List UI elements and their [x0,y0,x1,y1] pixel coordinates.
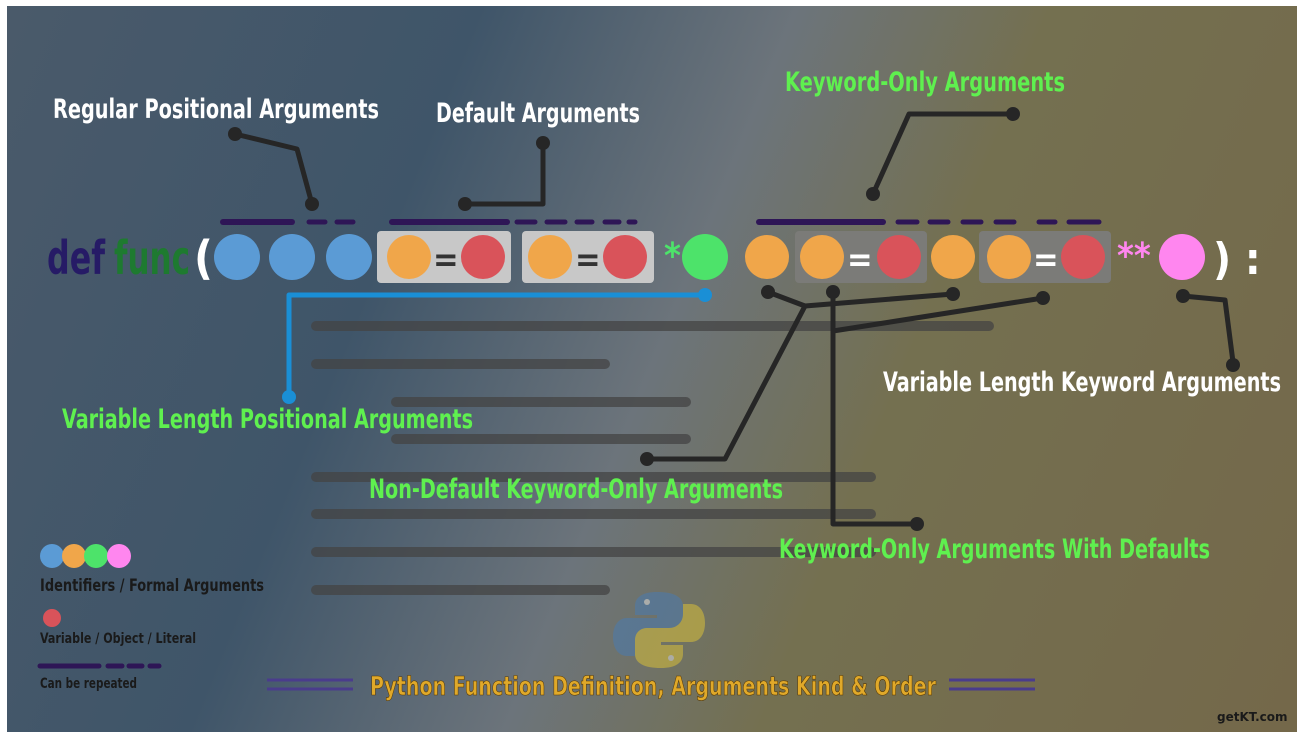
kw-default-value-circle [1061,235,1105,279]
label-non-default-kw-only: Non-Default Keyword-Only Arguments [369,474,783,505]
legend: Identifiers / Formal Arguments Variable … [37,544,264,692]
legend-variable-label: Variable / Object / Literal [40,631,196,647]
label-keyword-only: Keyword-Only Arguments [785,67,1065,98]
var-positional-connector [286,292,705,397]
var-keyword-circle [1159,234,1205,280]
kw-only-identifier-circle [931,235,975,279]
label-kw-only-with-defaults: Keyword-Only Arguments With Defaults [779,534,1210,565]
positional-arg-circle [269,234,315,280]
equals-sign: = [575,240,601,280]
equals-sign: = [433,240,459,280]
legend-swatch-orange [62,544,86,568]
python-logo-icon [613,592,705,668]
default-arg-identifier-circle [528,235,572,279]
legend-repeated-label: Can be repeated [40,676,137,692]
label-default-args: Default Arguments [436,98,640,129]
var-positional-circle [682,234,728,280]
legend-swatch-pink [107,544,131,568]
title-decoration [267,678,1035,691]
kw-default-value-circle [877,235,921,279]
open-paren: ( [194,231,213,285]
diagram-canvas: def func ( = = * = = ** ) : [7,6,1297,732]
positional-arg-circle [326,234,372,280]
double-star-operator: ** [1117,236,1151,277]
default-arg-identifier-circle [387,235,431,279]
brand-label: getKT.com [1217,710,1288,724]
positional-arg-circle [214,234,260,280]
kw-default-identifier-circle [987,235,1031,279]
equals-sign: = [1033,240,1059,280]
connector-lines [232,111,1236,527]
connector-dots [228,107,1240,531]
kw-default-identifier-circle [800,235,844,279]
label-var-length-positional: Variable Length Positional Arguments [62,404,473,435]
equals-sign: = [847,240,873,280]
legend-identifiers-label: Identifiers / Formal Arguments [40,576,264,596]
kw-only-identifier-circle [745,235,789,279]
legend-swatch-blue [40,544,64,568]
legend-swatch-green [84,544,108,568]
var-positional-dot [698,288,712,302]
var-positional-dot [282,390,296,404]
default-arg-value-circle [461,235,505,279]
label-regular-positional: Regular Positional Arguments [53,94,379,125]
default-arg-value-circle [603,235,647,279]
legend-swatch-red [43,609,61,627]
function-name: func [114,231,190,285]
page-title: Python Function Definition, Arguments Ki… [370,672,936,702]
star-operator: * [664,236,681,277]
diagram-svg: def func ( = = * = = ** ) : [37,67,1288,724]
label-var-length-keyword: Variable Length Keyword Arguments [883,367,1281,398]
close-paren-colon: ) : [1213,234,1261,285]
def-keyword: def [47,231,106,285]
